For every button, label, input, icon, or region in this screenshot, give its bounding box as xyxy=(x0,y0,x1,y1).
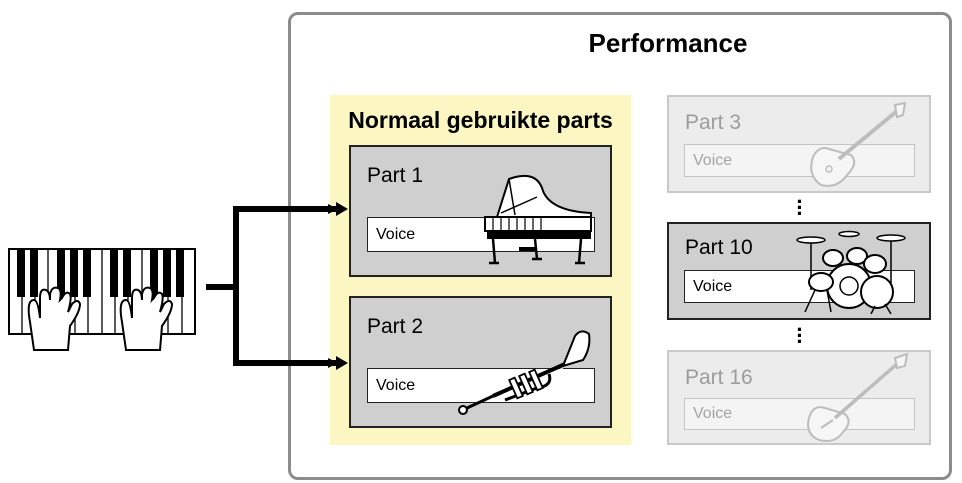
common-parts-title: Normaal gebruikte parts xyxy=(348,107,613,133)
part-16-voice: Voice xyxy=(684,398,915,430)
part-2-box: Part 2 Voice xyxy=(349,296,612,428)
vertical-ellipsis-icon: ··· xyxy=(796,189,804,226)
part-3-voice: Voice xyxy=(684,144,915,177)
electric-guitar-icon xyxy=(810,101,907,187)
part-2-label: Part 2 xyxy=(367,315,424,338)
part-3-label: Part 3 xyxy=(685,111,742,134)
part-10-label: Part 10 xyxy=(685,236,753,259)
grand-piano-icon xyxy=(484,175,592,265)
bass-guitar-icon xyxy=(807,352,909,442)
part-1-label: Part 1 xyxy=(367,164,424,187)
performance-title: Performance xyxy=(588,28,748,58)
keyboard-hands-icon xyxy=(8,248,196,351)
part-1-box: Part 1 Voice xyxy=(349,145,612,277)
part-2-voice: Voice xyxy=(367,368,595,403)
vertical-ellipsis-icon: ··· xyxy=(796,317,804,354)
drum-kit-icon xyxy=(796,230,906,314)
part-10-box: Part 10 Voice xyxy=(667,222,931,320)
part-16-box: Part 16 Voice xyxy=(667,350,931,445)
part-16-label: Part 16 xyxy=(685,366,753,389)
trumpet-icon xyxy=(458,330,591,415)
part-3-box: Part 3 Voice xyxy=(667,95,931,193)
